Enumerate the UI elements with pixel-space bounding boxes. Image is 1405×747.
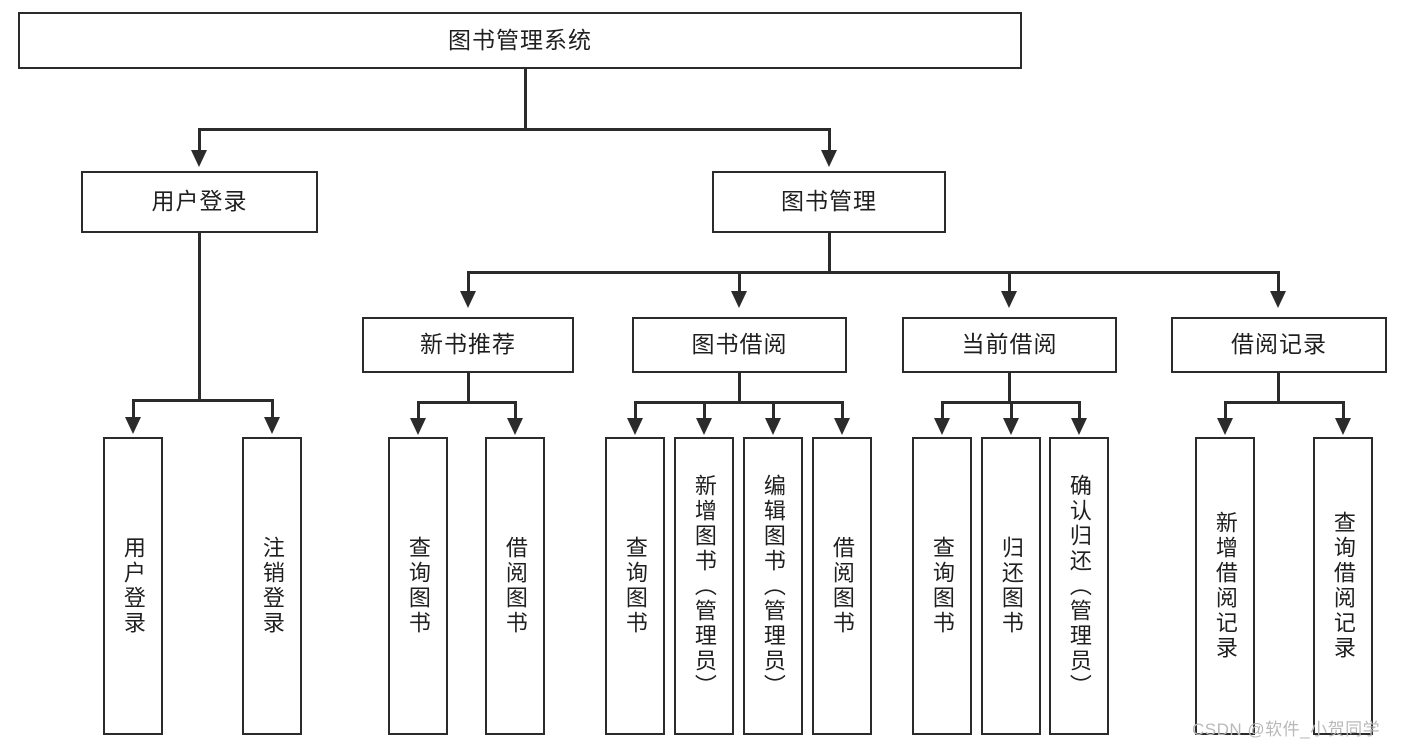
- node-current-borrow[interactable]: 当前借阅: [902, 317, 1117, 373]
- connector-user-login-drop-1: [132, 399, 135, 419]
- node-label: 图书管理: [781, 188, 877, 215]
- node-leaf-query-record[interactable]: 查询借阅记录: [1313, 437, 1373, 735]
- arrow-leaf-borrow-book-2: [834, 418, 850, 435]
- connector-nbr-drop-2: [514, 401, 517, 419]
- connector-nbr-stem: [467, 373, 470, 403]
- connector-bm-drop-1: [467, 271, 470, 293]
- node-label: 查询图书: [929, 536, 955, 636]
- connector-bm-drop-4: [1277, 271, 1280, 293]
- connector-bb-stem: [738, 373, 741, 403]
- connector-br-bus: [1224, 401, 1344, 404]
- connector-nbr-bus: [417, 401, 515, 404]
- node-leaf-return-book[interactable]: 归还图书: [981, 437, 1041, 735]
- connector-cb-drop-2: [1010, 401, 1013, 419]
- node-leaf-query-book-3[interactable]: 查询图书: [912, 437, 972, 735]
- connector-bb-bus: [634, 401, 843, 404]
- arrow-leaf-query-record: [1335, 418, 1351, 435]
- node-label: 编辑图书（管理员）: [760, 473, 786, 699]
- node-leaf-add-record[interactable]: 新增借阅记录: [1195, 437, 1255, 735]
- node-label: 图书管理系统: [448, 26, 592, 53]
- arrow-leaf-edit-book: [765, 418, 781, 435]
- connector-book-management-bus: [467, 271, 1279, 274]
- connector-bm-drop-3: [1008, 271, 1011, 293]
- arrow-leaf-return-book: [1003, 418, 1019, 435]
- node-label: 新增借阅记录: [1212, 511, 1238, 661]
- node-user-login[interactable]: 用户登录: [81, 171, 318, 233]
- node-label: 查询借阅记录: [1330, 511, 1356, 661]
- node-label: 用户登录: [151, 188, 248, 215]
- node-root-book-management-system[interactable]: 图书管理系统: [18, 12, 1022, 69]
- arrow-leaf-borrow-book-1: [507, 418, 523, 435]
- arrow-leaf-query-book-2: [627, 418, 643, 435]
- node-label: 借阅记录: [1231, 331, 1327, 358]
- connector-root-stem: [524, 69, 527, 130]
- connector-bm-drop-2: [738, 271, 741, 293]
- connector-book-management-stem: [828, 233, 831, 273]
- node-leaf-confirm-return[interactable]: 确认归还（管理员）: [1049, 437, 1109, 735]
- node-label: 注销登录: [259, 536, 285, 636]
- connector-user-login-bus: [132, 399, 273, 402]
- connector-user-login-stem: [198, 233, 201, 401]
- node-label: 查询图书: [405, 536, 431, 636]
- arrow-to-user-login: [191, 150, 207, 167]
- arrow-to-book-management: [821, 150, 837, 167]
- connector-cb-stem: [1008, 373, 1011, 403]
- node-label: 当前借阅: [961, 331, 1058, 358]
- node-leaf-logout[interactable]: 注销登录: [242, 437, 302, 735]
- connector-bb-drop-1: [634, 401, 637, 419]
- connector-to-user-login: [198, 128, 201, 152]
- arrow-leaf-user-login: [125, 417, 141, 434]
- arrow-leaf-query-book-1: [410, 418, 426, 435]
- node-leaf-add-book[interactable]: 新增图书（管理员）: [674, 437, 734, 735]
- arrow-to-book-borrow: [731, 291, 747, 308]
- connector-user-login-drop-2: [271, 399, 274, 419]
- node-label: 确认归还（管理员）: [1066, 473, 1092, 699]
- node-leaf-user-login[interactable]: 用户登录: [103, 437, 163, 735]
- connector-br-drop-2: [1342, 401, 1345, 419]
- node-leaf-edit-book[interactable]: 编辑图书（管理员）: [743, 437, 803, 735]
- node-leaf-borrow-book-1[interactable]: 借阅图书: [485, 437, 545, 735]
- node-label: 图书借阅: [691, 331, 788, 358]
- connector-cb-drop-1: [941, 401, 944, 419]
- node-leaf-borrow-book-2[interactable]: 借阅图书: [812, 437, 872, 735]
- connector-bb-drop-2: [703, 401, 706, 419]
- node-book-management[interactable]: 图书管理: [712, 171, 946, 233]
- connector-root-bus: [198, 128, 828, 131]
- node-label: 查询图书: [622, 536, 648, 636]
- node-borrow-record[interactable]: 借阅记录: [1171, 317, 1387, 373]
- connector-bb-drop-3: [772, 401, 775, 419]
- node-label: 归还图书: [998, 536, 1024, 636]
- connector-br-stem: [1277, 373, 1280, 403]
- arrow-to-new-book-recommend: [460, 291, 476, 308]
- arrow-leaf-logout: [264, 417, 280, 434]
- node-label: 新增图书（管理员）: [691, 473, 717, 699]
- connector-cb-drop-3: [1078, 401, 1081, 419]
- node-label: 借阅图书: [502, 536, 528, 636]
- arrow-leaf-confirm-return: [1071, 418, 1087, 435]
- node-leaf-query-book-1[interactable]: 查询图书: [388, 437, 448, 735]
- node-label: 借阅图书: [829, 536, 855, 636]
- csdn-watermark: CSDN @软件_小贺同学: [1192, 720, 1381, 739]
- connector-nbr-drop-1: [417, 401, 420, 419]
- arrow-leaf-add-record: [1217, 418, 1233, 435]
- arrow-to-borrow-record: [1270, 291, 1286, 308]
- node-book-borrow[interactable]: 图书借阅: [632, 317, 847, 373]
- node-leaf-query-book-2[interactable]: 查询图书: [605, 437, 665, 735]
- node-label: 新书推荐: [420, 331, 516, 358]
- node-new-book-recommend[interactable]: 新书推荐: [362, 317, 574, 373]
- arrow-leaf-add-book: [696, 418, 712, 435]
- connector-br-drop-1: [1224, 401, 1227, 419]
- arrow-leaf-query-book-3: [934, 418, 950, 435]
- node-label: 用户登录: [120, 536, 146, 636]
- connector-bb-drop-4: [841, 401, 844, 419]
- arrow-to-current-borrow: [1001, 291, 1017, 308]
- connector-to-book-management: [828, 128, 831, 152]
